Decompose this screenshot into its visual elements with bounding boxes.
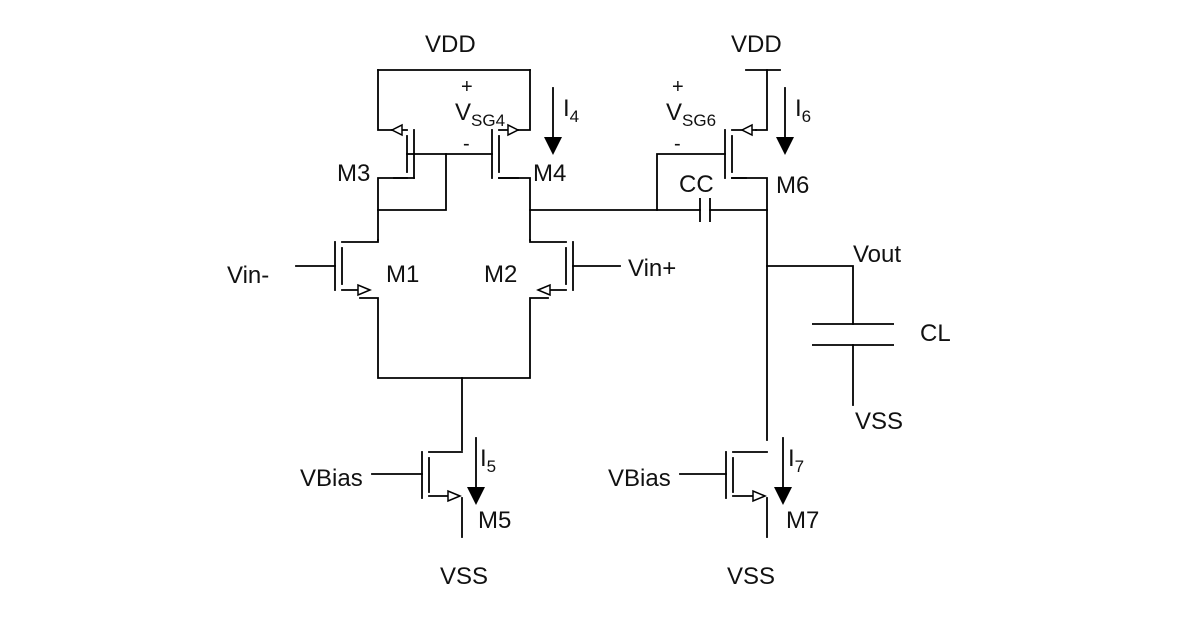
vsg6-minus: - bbox=[674, 133, 681, 155]
label-vss-m5: VSS bbox=[440, 563, 488, 590]
vsg6-label: VSG6 bbox=[666, 99, 716, 130]
label-m7: M7 bbox=[786, 507, 819, 534]
wires bbox=[295, 69, 854, 538]
transistor-m5 bbox=[421, 451, 463, 503]
label-vin-minus: Vin- bbox=[227, 262, 269, 289]
transistor-m6 bbox=[724, 123, 757, 179]
transistor-m2 bbox=[529, 239, 574, 297]
transistor-m4 bbox=[491, 123, 520, 179]
label-m2: M2 bbox=[484, 261, 517, 288]
label-m3: M3 bbox=[337, 160, 370, 187]
label-vss-m7: VSS bbox=[727, 563, 775, 590]
transistor-m1 bbox=[334, 239, 379, 297]
label-vdd-left: VDD bbox=[425, 31, 476, 58]
label-vss-cl: VSS bbox=[855, 408, 903, 435]
current-label-i6: I6 bbox=[795, 95, 811, 126]
capacitor-cl bbox=[812, 323, 894, 346]
label-cl: CL bbox=[920, 320, 951, 347]
label-m5: M5 bbox=[478, 507, 511, 534]
transistor-m3 bbox=[390, 123, 415, 179]
label-m6: M6 bbox=[776, 172, 809, 199]
label-vin-plus: Vin+ bbox=[628, 255, 676, 282]
current-label-i7: I7 bbox=[788, 445, 804, 476]
label-vdd-right: VDD bbox=[731, 31, 782, 58]
transistor-m7 bbox=[725, 451, 768, 503]
label-m4: M4 bbox=[533, 160, 566, 187]
label-vout: Vout bbox=[853, 241, 901, 268]
label-vbias-right: VBias bbox=[608, 465, 671, 492]
vsg6-plus: + bbox=[672, 76, 684, 98]
vsg4-label: VSG4 bbox=[455, 99, 505, 130]
vsg4-plus: + bbox=[461, 76, 473, 98]
current-label-i4: I4 bbox=[563, 95, 579, 126]
current-label-i5: I5 bbox=[480, 445, 496, 476]
label-vbias-left: VBias bbox=[300, 465, 363, 492]
vsg4-minus: - bbox=[463, 133, 470, 155]
capacitor-cc bbox=[699, 198, 711, 222]
label-cc: CC bbox=[679, 171, 714, 198]
label-m1: M1 bbox=[386, 261, 419, 288]
